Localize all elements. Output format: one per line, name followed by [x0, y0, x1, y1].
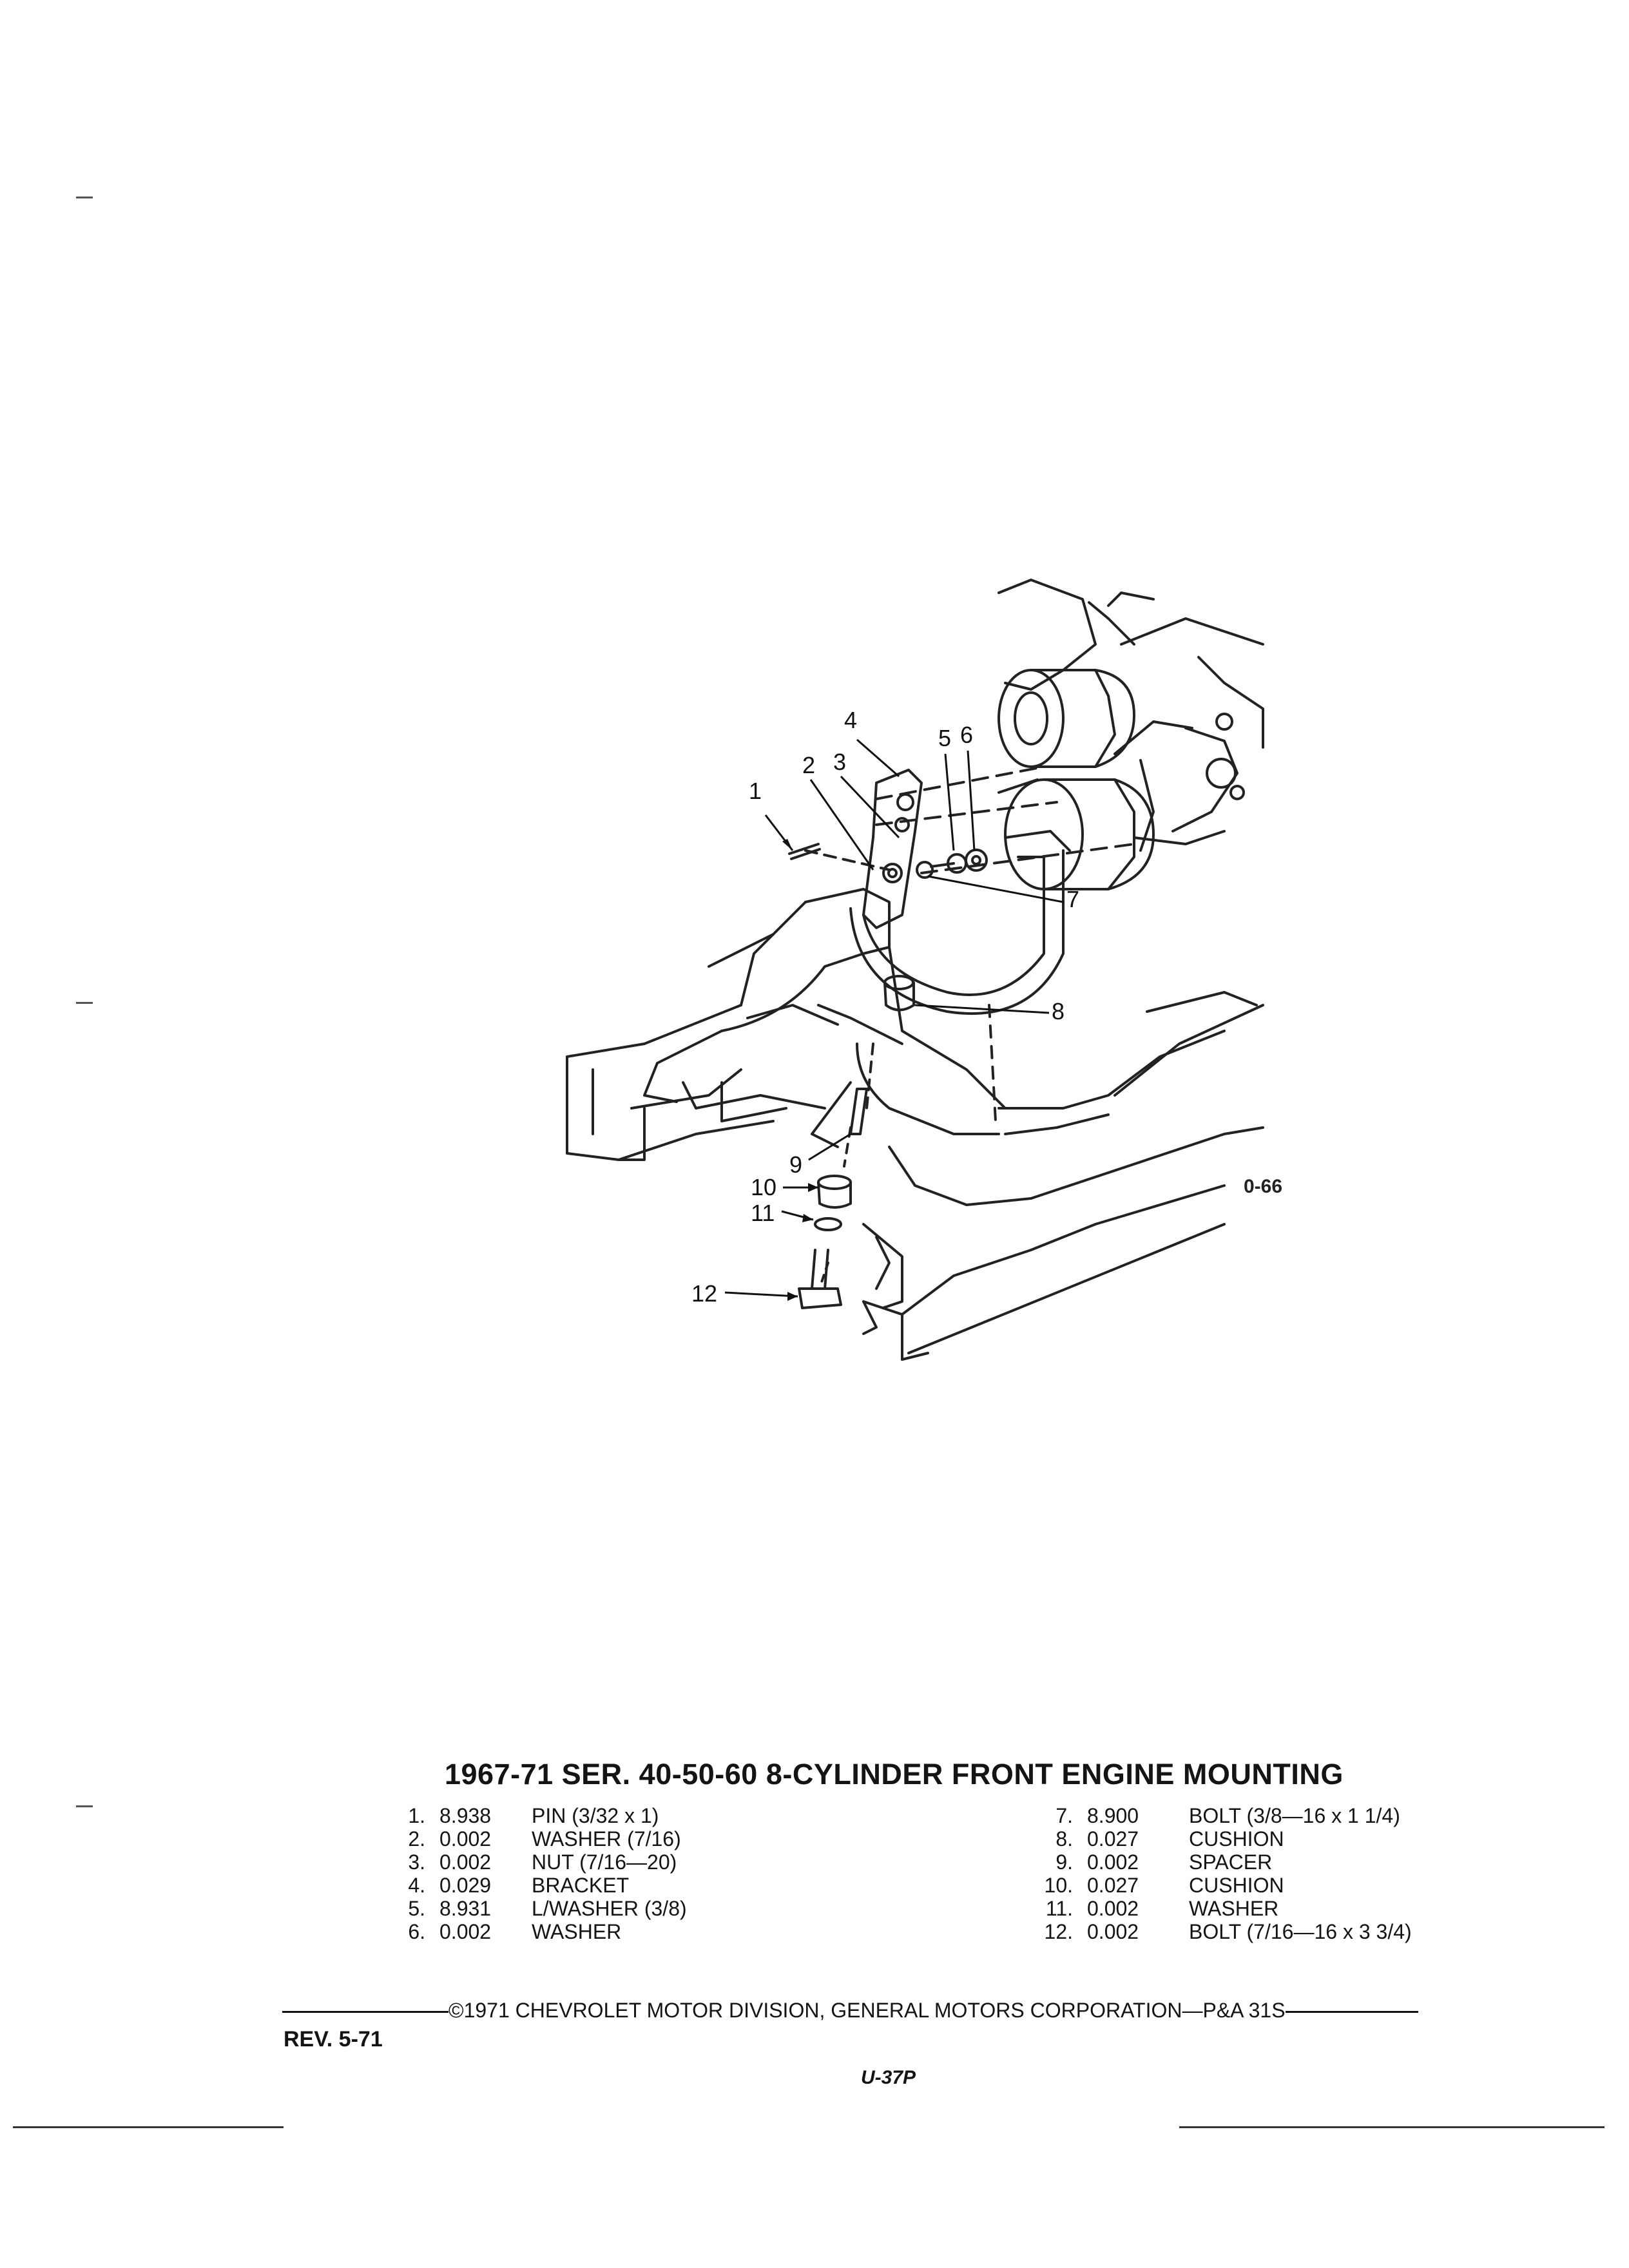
part-code: 8.900	[1087, 1804, 1139, 1827]
part-code: 0.029	[439, 1874, 492, 1897]
copyright-line: ©1971 CHEVROLET MOTOR DIVISION, GENERAL …	[282, 1996, 1526, 2024]
callout-9: 9	[789, 1151, 803, 1178]
part-number: 7.	[1055, 1804, 1073, 1827]
margin-tick	[76, 1805, 93, 1807]
part-number: 8.	[1055, 1827, 1073, 1850]
divider	[1285, 2011, 1418, 2013]
part-code: 0.027	[1087, 1874, 1139, 1897]
list-item: 3. 0.002 NUT (7/16—20)	[387, 1850, 747, 1874]
list-item: 11. 0.002 WASHER	[1034, 1897, 1485, 1920]
part-description: WASHER (7/16)	[532, 1827, 681, 1850]
divider	[282, 2011, 448, 2013]
list-item: 1. 8.938 PIN (3/32 x 1)	[387, 1804, 747, 1827]
part-number: 12.	[1044, 1920, 1073, 1943]
part-code: 0.002	[439, 1920, 492, 1943]
part-number: 11.	[1045, 1897, 1073, 1920]
list-item: 4. 0.029 BRACKET	[387, 1874, 747, 1897]
part-code: 0.002	[1087, 1897, 1139, 1920]
page-number: U-37P	[861, 2067, 916, 2088]
part-number: 9.	[1055, 1850, 1073, 1874]
part-description: BOLT (3/8—16 x 1 1/4)	[1189, 1804, 1400, 1827]
callout-4: 4	[844, 707, 858, 733]
part-number: 2.	[408, 1827, 425, 1850]
list-item: 5. 8.931 L/WASHER (3/8)	[387, 1897, 747, 1920]
parts-list-left: 1. 8.938 PIN (3/32 x 1) 2. 0.002 WASHER …	[387, 1804, 747, 1943]
part-description: WASHER	[1189, 1897, 1279, 1920]
part-description: CUSHION	[1189, 1874, 1284, 1897]
figure-code: 0-66	[1244, 1176, 1283, 1197]
part-code: 0.002	[439, 1827, 492, 1850]
list-item: 9. 0.002 SPACER	[1034, 1850, 1485, 1874]
list-item: 2. 0.002 WASHER (7/16)	[387, 1827, 747, 1850]
callout-3: 3	[833, 749, 847, 775]
part-code: 8.938	[439, 1804, 492, 1827]
divider	[13, 2126, 284, 2128]
part-number: 10.	[1044, 1874, 1073, 1897]
part-number: 3.	[408, 1850, 425, 1874]
callout-10: 10	[751, 1174, 777, 1200]
callout-6: 6	[960, 722, 974, 748]
part-number: 6.	[408, 1920, 425, 1943]
part-number: 5.	[408, 1897, 425, 1920]
part-code: 0.002	[1087, 1850, 1139, 1874]
part-code: 0.027	[1087, 1827, 1139, 1850]
copyright-text: ©1971 CHEVROLET MOTOR DIVISION, GENERAL …	[448, 1999, 1286, 2022]
callout-1: 1	[749, 778, 762, 804]
part-number: 1.	[408, 1804, 425, 1827]
part-description: L/WASHER (3/8)	[532, 1897, 687, 1920]
part-description: BRACKET	[532, 1874, 630, 1897]
list-item: 7. 8.900 BOLT (3/8—16 x 1 1/4)	[1034, 1804, 1485, 1827]
list-item: 12. 0.002 BOLT (7/16—16 x 3 3/4)	[1034, 1920, 1485, 1943]
callout-5: 5	[938, 725, 952, 751]
margin-tick	[76, 1002, 93, 1004]
part-description: NUT (7/16—20)	[532, 1850, 677, 1874]
list-item: 6. 0.002 WASHER	[387, 1920, 747, 1943]
part-description: BOLT (7/16—16 x 3 3/4)	[1189, 1920, 1412, 1943]
list-item: 10. 0.027 CUSHION	[1034, 1874, 1485, 1897]
callout-8: 8	[1052, 998, 1065, 1024]
part-number: 4.	[408, 1874, 425, 1897]
part-description: PIN (3/32 x 1)	[532, 1804, 659, 1827]
part-description: SPACER	[1189, 1850, 1273, 1874]
list-item: 8. 0.027 CUSHION	[1034, 1827, 1485, 1850]
margin-tick	[76, 197, 93, 198]
part-code: 0.002	[439, 1850, 492, 1874]
callout-11: 11	[751, 1200, 775, 1226]
parts-list-right: 7. 8.900 BOLT (3/8—16 x 1 1/4) 8. 0.027 …	[1034, 1804, 1485, 1943]
callout-7: 7	[1066, 886, 1080, 912]
part-description: WASHER	[532, 1920, 622, 1943]
part-code: 8.931	[439, 1897, 492, 1920]
callout-2: 2	[802, 752, 816, 778]
page-title: 1967-71 SER. 40-50-60 8-CYLINDER FRONT E…	[445, 1758, 1344, 1791]
revision-label: REV. 5-71	[284, 2027, 383, 2052]
callout-12: 12	[691, 1280, 718, 1307]
part-description: CUSHION	[1189, 1827, 1284, 1850]
divider	[1179, 2126, 1605, 2128]
part-code: 0.002	[1087, 1920, 1139, 1943]
